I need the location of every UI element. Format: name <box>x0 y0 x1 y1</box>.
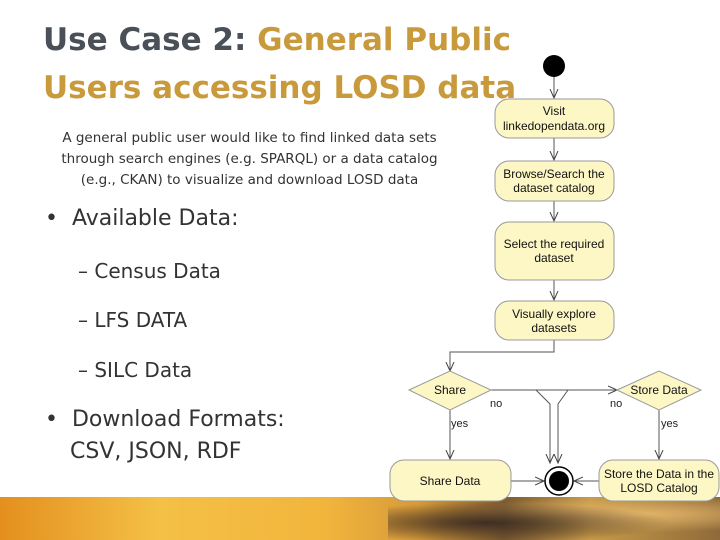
start-node <box>543 55 565 77</box>
decision-store-label: Store Data <box>630 383 688 397</box>
download-formats-list: CSV, JSON, RDF <box>70 439 242 464</box>
node-store-catalog: Store the Data in the LOSD Catalog <box>598 459 720 502</box>
node-browse-line2: dataset catalog <box>513 181 594 195</box>
download-formats-label: Download Formats: <box>71 407 285 432</box>
use-case-description: A general public user would like to find… <box>61 130 438 188</box>
sub-bullet-census: – Census Data <box>78 259 221 283</box>
sub-bullet-lfs: – LFS DATA <box>78 308 188 332</box>
title-prefix: Use Case 2: <box>43 22 247 58</box>
guard-no-share: no <box>490 398 502 410</box>
available-data-label: Available Data: <box>71 206 239 231</box>
edge-store-end-no <box>558 389 617 463</box>
decision-share-label: Share <box>434 383 466 397</box>
node-visit: Visit linkedopendata.org <box>494 98 615 139</box>
node-select-line1: Select the required <box>504 237 605 251</box>
sub-bullet-silc: – SILC Data <box>78 358 193 382</box>
census-data-text: Census Data <box>94 259 221 283</box>
node-select-line2: dataset <box>534 251 574 265</box>
node-share-data: Share Data <box>389 459 512 502</box>
edge-share-end-no <box>491 389 550 463</box>
node-browse-line1: Browse/Search the <box>503 167 605 181</box>
decision-store: Store Data <box>615 370 703 411</box>
lfs-data-text: LFS DATA <box>94 308 188 332</box>
node-select: Select the required dataset <box>494 221 615 281</box>
node-explore-line2: datasets <box>531 321 576 335</box>
node-visit-line2: linkedopendata.org <box>503 119 605 133</box>
node-explore: Visually explore datasets <box>494 300 615 341</box>
silc-data-text: SILC Data <box>94 358 193 382</box>
bullet-download-formats: • Download Formats: <box>45 407 285 432</box>
node-store-catalog-line1: Store the Data in the <box>604 467 714 481</box>
footer-band-shading <box>388 497 720 540</box>
bullet-available-data: • Available Data: <box>45 206 239 231</box>
node-browse: Browse/Search the dataset catalog <box>494 160 615 202</box>
end-node <box>549 471 569 491</box>
node-visit-line1: Visit <box>543 104 566 118</box>
guard-yes-share: yes <box>451 418 469 430</box>
decorative-footer-band <box>0 497 720 540</box>
node-share-data-label: Share Data <box>420 474 481 488</box>
title-highlight: General Public Users accessing LOSD data <box>43 22 517 106</box>
guard-no-store: no <box>610 398 622 410</box>
edge-explore-share <box>450 340 555 371</box>
decision-share: Share <box>407 370 493 411</box>
node-explore-line1: Visually explore <box>512 307 596 321</box>
slide-title: Use Case 2: General Public Users accessi… <box>43 16 603 112</box>
guard-yes-store: yes <box>661 418 679 430</box>
node-store-catalog-line2: LOSD Catalog <box>620 481 697 495</box>
